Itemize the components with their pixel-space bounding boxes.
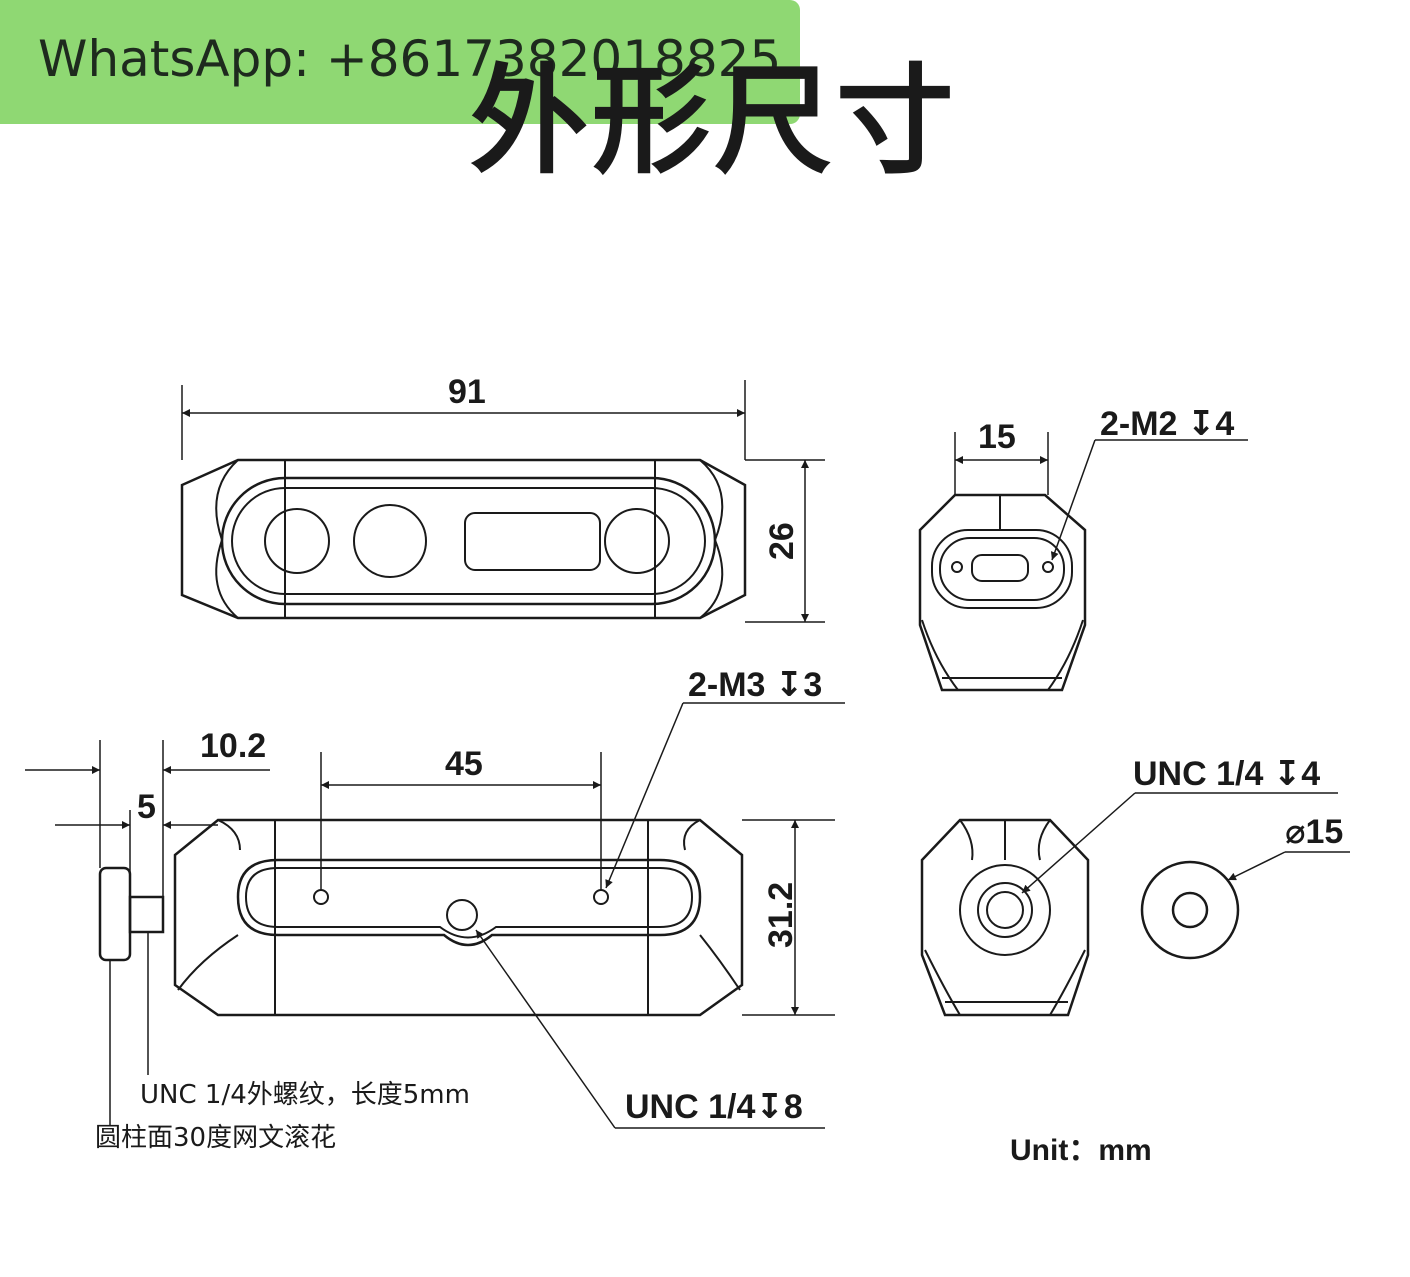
thread-unc-bottom: UNC 1/4↧8 bbox=[625, 1088, 803, 1126]
bolt-note-line1: UNC 1/4外螺纹，长度5mm bbox=[140, 1080, 470, 1110]
unit-label: Unit：mm bbox=[1010, 1134, 1152, 1167]
top-view bbox=[180, 458, 747, 620]
end-view-top bbox=[918, 493, 1087, 692]
washer-diameter: ⌀15 bbox=[1285, 813, 1343, 851]
top-hole-1 bbox=[264, 508, 330, 574]
dim-spacing-45: 45 bbox=[445, 745, 483, 783]
dim-width-15: 15 bbox=[978, 418, 1016, 456]
m3-hole-left bbox=[313, 889, 329, 905]
thread-2-m2: 2-M2 ↧4 bbox=[1100, 405, 1234, 443]
page-title: 外形尺寸 bbox=[470, 52, 959, 190]
thread-unc-end: UNC 1/4 ↧4 bbox=[1133, 755, 1320, 793]
side-view bbox=[173, 818, 744, 1017]
dim-bolt-5: 5 bbox=[137, 788, 156, 826]
bolt-note-line2: 圆柱面30度网文滚花 bbox=[95, 1123, 336, 1153]
dim-length-91: 91 bbox=[448, 373, 486, 411]
top-slot bbox=[464, 512, 601, 571]
whatsapp-banner: WhatsApp: +8617382018825 bbox=[0, 0, 800, 124]
thread-2-m3: 2-M3 ↧3 bbox=[688, 666, 822, 704]
top-hole-2 bbox=[353, 504, 427, 578]
washer bbox=[1140, 860, 1240, 960]
bolt bbox=[98, 866, 165, 962]
dim-offset-10-2: 10.2 bbox=[200, 727, 266, 765]
top-hole-3 bbox=[604, 508, 670, 574]
m3-hole-right bbox=[593, 889, 609, 905]
dim-height-31-2: 31.2 bbox=[762, 882, 800, 948]
whatsapp-contact-text: WhatsApp: +8617382018825 bbox=[38, 30, 782, 88]
end-view-bottom bbox=[920, 818, 1090, 1017]
unc-hole-side bbox=[446, 899, 478, 931]
m2-hole-left bbox=[951, 561, 963, 573]
m2-hole-right bbox=[1042, 561, 1054, 573]
dim-height-26: 26 bbox=[763, 522, 801, 560]
